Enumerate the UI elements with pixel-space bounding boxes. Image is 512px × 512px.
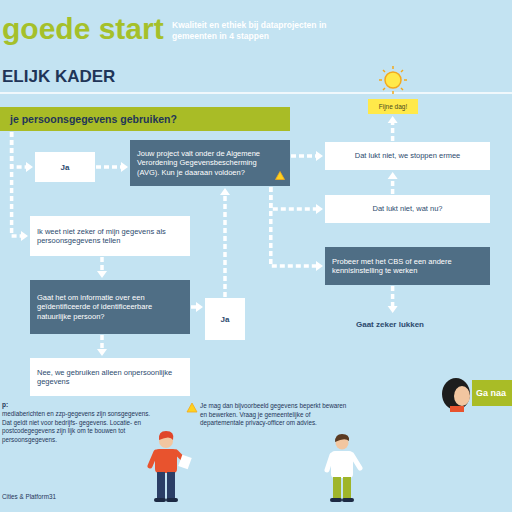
arrow-head [97,271,107,278]
subtitle: Kwaliteit en ethiek bij dataprojecten in… [172,20,347,41]
person-head [442,378,470,412]
person-figure [327,434,360,502]
flow-arrow [96,162,128,172]
warning-icon [275,171,285,180]
text-wrap: Dat lukt niet, wat nu? [332,204,483,214]
flow-arrow [291,151,323,161]
node-text: Gaat het om informatie over een geïdenti… [37,293,183,322]
flow-line [291,154,317,158]
flow-line [12,132,27,167]
footer-credit: Cities & Platform31 [2,493,56,500]
flow-arrow [12,132,28,241]
flow-arrow [271,187,323,214]
flow-line [100,335,104,350]
process-box: Jouw project valt onder de Algemene Vero… [130,140,290,186]
flow-arrow [271,187,323,271]
arrow-head [220,188,230,195]
node-text: Ja [208,315,242,324]
flow-line [271,187,317,209]
flow-arrow [388,172,398,194]
flow-arrow [12,132,33,172]
process-box: Ik weet niet zeker of mijn gegevens als … [30,216,190,256]
flow-line [271,187,317,266]
flow-line [100,257,104,272]
flow-line [391,286,395,307]
flow-line [391,122,395,141]
flow-arrow [388,116,398,141]
arrow-head [97,349,107,356]
question-box: Gaat het om informatie over een geïdenti… [30,280,190,334]
section-heading: ELIJK KADER [2,67,115,87]
warning-icon [187,403,197,412]
sun-icon [379,66,407,94]
answer-box: Ja [205,298,245,340]
answer-box: Ja [35,152,95,182]
flow-line [391,178,395,194]
note-heading: p: [2,401,8,408]
text-wrap: Jouw project valt onder de Algemene Vero… [137,149,274,178]
arrow-head [316,261,323,271]
process-box: Probeer met het CBS of een andere kennis… [325,247,490,285]
warning-triangle [276,172,285,180]
person-figure [150,431,192,502]
node-text: Ga naa [476,388,508,398]
node-text: Ja [38,163,92,172]
text-wrap: Dat lukt niet, we stoppen ermee [332,151,483,161]
arrow-head [388,116,398,123]
arrow-head [21,231,28,241]
text-wrap: Ik weet niet zeker of mijn gegevens als … [37,227,183,246]
node-text: Gaat zeker lukken [338,320,442,329]
answer-box: Dat lukt niet, we stoppen ermee [325,142,490,170]
result-text: Gaat zeker lukken [335,315,445,333]
answer-box: Dat lukt niet, wat nu? [325,195,490,223]
node-text: Fijne dag! [371,103,415,110]
node-text: Dat lukt niet, we stoppen ermee [332,151,483,161]
page-title: goede start [2,12,164,46]
text-wrap: Ja [38,163,92,172]
text-wrap: Ja [208,315,242,324]
arrow-head [196,302,203,312]
node-text: je persoonsgegevens gebruiken? [10,113,280,125]
warning-note: Je mag dan bijvoorbeeld gegevens beperkt… [200,402,350,428]
text-wrap: je persoonsgegevens gebruiken? [10,113,280,125]
node-text: Ik weet niet zeker of mijn gegevens als … [37,227,183,246]
text-wrap: Gaat zeker lukken [338,320,442,329]
divider-line [0,92,512,94]
flow-arrow [388,286,398,313]
arrow-head [316,204,323,214]
text-wrap: Fijne dag! [371,103,415,110]
arrow-head [316,151,323,161]
flow-arrow [220,188,230,297]
text-wrap: Nee, we gebruiken alleen onpersoonlijke … [37,368,183,387]
arrow-head [121,162,128,172]
flow-arrow [97,257,107,278]
text-wrap: Probeer met het CBS of een andere kennis… [332,257,483,276]
text-wrap: Ga naa [476,388,508,398]
flow-line [223,194,227,297]
answer-box: Nee, we gebruiken alleen onpersoonlijke … [30,358,190,396]
flow-line [96,165,122,169]
arrow-head [388,306,398,313]
result-tag: Fijne dag! [368,99,418,114]
note-text: mediaberichten en zzp-gegevens zijn sons… [2,410,152,444]
node-text: Jouw project valt onder de Algemene Vero… [137,149,274,178]
question-band: je persoonsgegevens gebruiken? [0,107,290,131]
arrow-head [388,172,398,179]
flow-line [12,132,22,236]
text-wrap: Gaat het om informatie over een geïdenti… [37,293,183,322]
node-text: Probeer met het CBS of een andere kennis… [332,257,483,276]
node-text: Nee, we gebruiken alleen onpersoonlijke … [37,368,183,387]
flow-arrow [191,302,203,312]
next-step-band: Ga naa [472,380,512,406]
arrow-head [26,162,33,172]
flow-arrow [97,335,107,356]
node-text: Dat lukt niet, wat nu? [332,204,483,214]
